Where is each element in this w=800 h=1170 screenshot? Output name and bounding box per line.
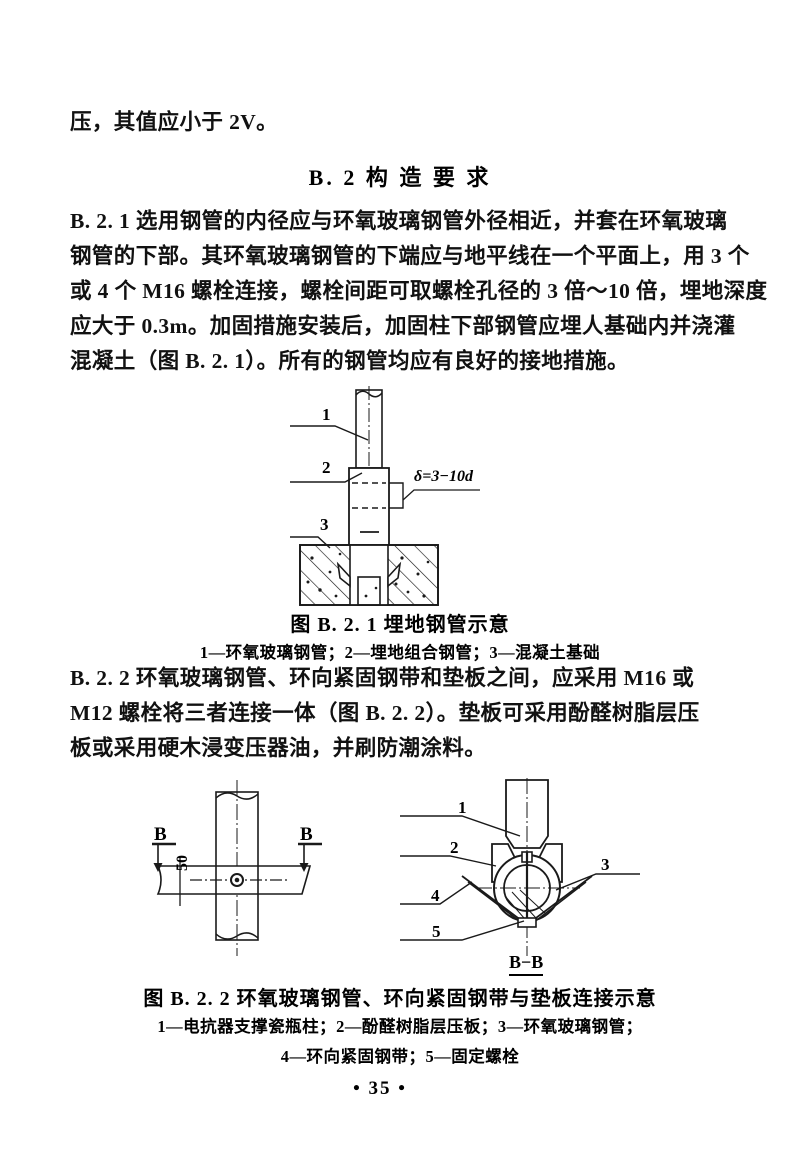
clause-b21-line-3: 或 4 个 M16 螺栓连接，螺栓间距可取螺栓孔径的 3 倍～10 倍，埋地深度 (70, 279, 768, 303)
figure-b22-left-svg (152, 780, 322, 956)
clause-b21-line-2: 钢管的下部。其环氧玻璃钢管的下端应与地平线在一个平面上，用 3 个 (70, 244, 750, 268)
clause-b21-line-1: B. 2. 1 选用钢管的内径应与环氧玻璃钢管外径相近，并套在环氧玻璃 (70, 209, 728, 233)
section-heading-b2: B. 2 构 造 要 求 (308, 165, 492, 190)
figure-b22-right-drawing (400, 778, 640, 958)
figure-b21-drawing (290, 382, 540, 612)
figure-b22-callout-1: 1 (458, 798, 467, 817)
figure-b22-dimension-50: 50 (174, 855, 191, 871)
clause-b22-line-2: M12 螺栓将三者连接一体（图 B. 2. 2）。垫板可采用酚醛树脂层压 (70, 701, 700, 725)
figure-b22-legend-line-2: 4—环向紧固钢带；5—固定螺栓 (280, 1047, 520, 1066)
page-number: • 35 • (353, 1078, 407, 1099)
clause-b21-line-4: 应大于 0.3m。加固措施安装后，加固柱下部钢管应埋人基础内并浇灌 (70, 314, 736, 338)
figure-b21-svg (290, 386, 480, 606)
figure-b22-section-mark-left: B (154, 824, 167, 845)
figure-b22-section-mark-right: B (300, 824, 313, 845)
clause-b22-line-3: 板或采用硬木浸变压器油，并刷防潮涂料。 (70, 736, 487, 760)
figure-b22-callout-3: 3 (601, 855, 610, 874)
figure-b21-callout-3: 3 (320, 515, 329, 534)
figure-b22-callout-5: 5 (432, 922, 441, 941)
figure-b21-legend: 1—环氧玻璃钢管；2—埋地组合钢管；3—混凝土基础 (199, 643, 601, 662)
figure-b21-dimension-note: δ=3−10d (414, 468, 474, 485)
continued-text: 压，其值应小于 2V。 (70, 110, 279, 134)
figure-b22-right-svg (400, 778, 640, 956)
clause-b22-line-1: B. 2. 2 环氧玻璃钢管、环向紧固钢带和垫板之间，应采用 M16 或 (70, 666, 695, 690)
figure-b21-callout-1: 1 (322, 405, 331, 424)
figure-b21-callout-2: 2 (322, 458, 331, 477)
figure-b22-caption: 图 B. 2. 2 环氧玻璃钢管、环向紧固钢带与垫板连接示意 (143, 988, 657, 1010)
figure-b21-caption: 图 B. 2. 1 埋地钢管示意 (290, 614, 510, 636)
clause-b21-line-5: 混凝土（图 B. 2. 1）。所有的钢管均应有良好的接地措施。 (70, 349, 629, 373)
figure-b22-callout-2: 2 (450, 838, 459, 857)
figure-b22-section-view-label: B−B (509, 952, 544, 976)
figure-b22-left-drawing (150, 778, 340, 958)
figure-b22-callout-4: 4 (431, 886, 440, 905)
figure-b22-legend-line-1: 1—电抗器支撑瓷瓶柱；2—酚醛树脂层压板；3—环氧玻璃钢管； (157, 1017, 643, 1036)
